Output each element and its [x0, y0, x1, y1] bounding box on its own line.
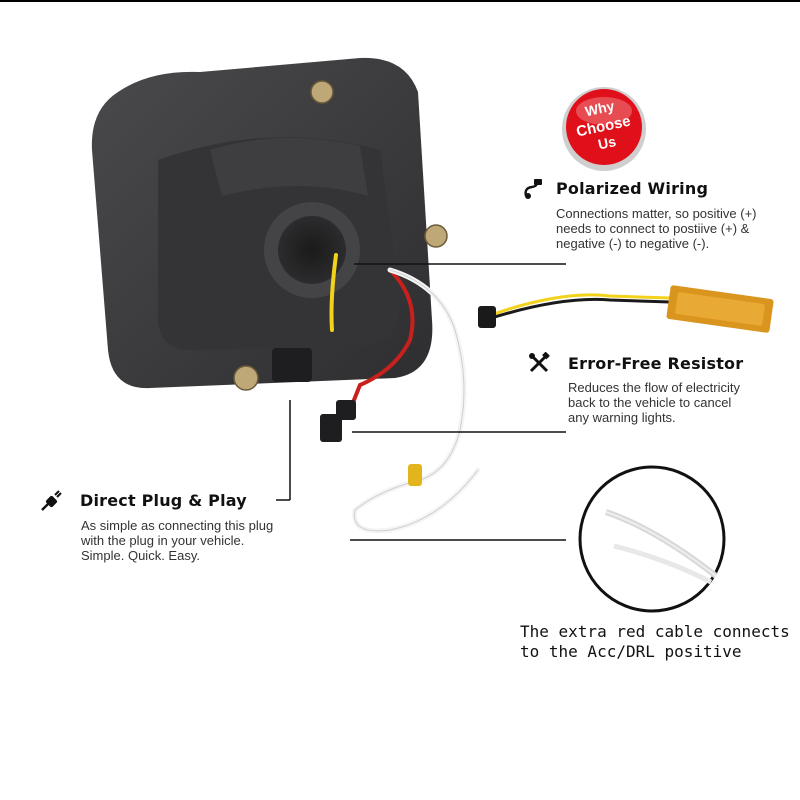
- plug-icon: [41, 490, 62, 511]
- wire-plug-icon: [524, 179, 542, 199]
- why-choose-us-badge: Why Choose Us: [562, 87, 646, 171]
- red-cable-callout: The extra red cable connects to the Acc/…: [520, 622, 790, 661]
- plug-connectors: [272, 348, 356, 442]
- error-free-resistor-title: Error-Free Resistor: [568, 354, 744, 373]
- badge-line-1: Why: [584, 98, 616, 120]
- bulb-socket: [264, 202, 360, 298]
- mounting-bolts: [233, 80, 448, 391]
- tools-icon: [529, 352, 550, 373]
- wire-detail-zoom: [578, 465, 726, 613]
- direct-plug-play-description: As simple as connecting this plug with t…: [81, 518, 274, 563]
- polarized-wiring-title: Polarized Wiring: [556, 179, 709, 198]
- callout-lines: [276, 263, 566, 541]
- load-resistor: [478, 285, 774, 333]
- top-border: [0, 0, 800, 2]
- polarized-wiring-description: Connections matter, so positive (+) need…: [556, 206, 757, 251]
- wire-tie: [408, 464, 422, 486]
- direct-plug-play-title: Direct Plug & Play: [80, 491, 247, 510]
- error-free-resistor-description: Reduces the flow of electricity back to …: [568, 380, 740, 425]
- headlight-housing: [91, 57, 433, 389]
- badge-line-3: Us: [596, 133, 617, 152]
